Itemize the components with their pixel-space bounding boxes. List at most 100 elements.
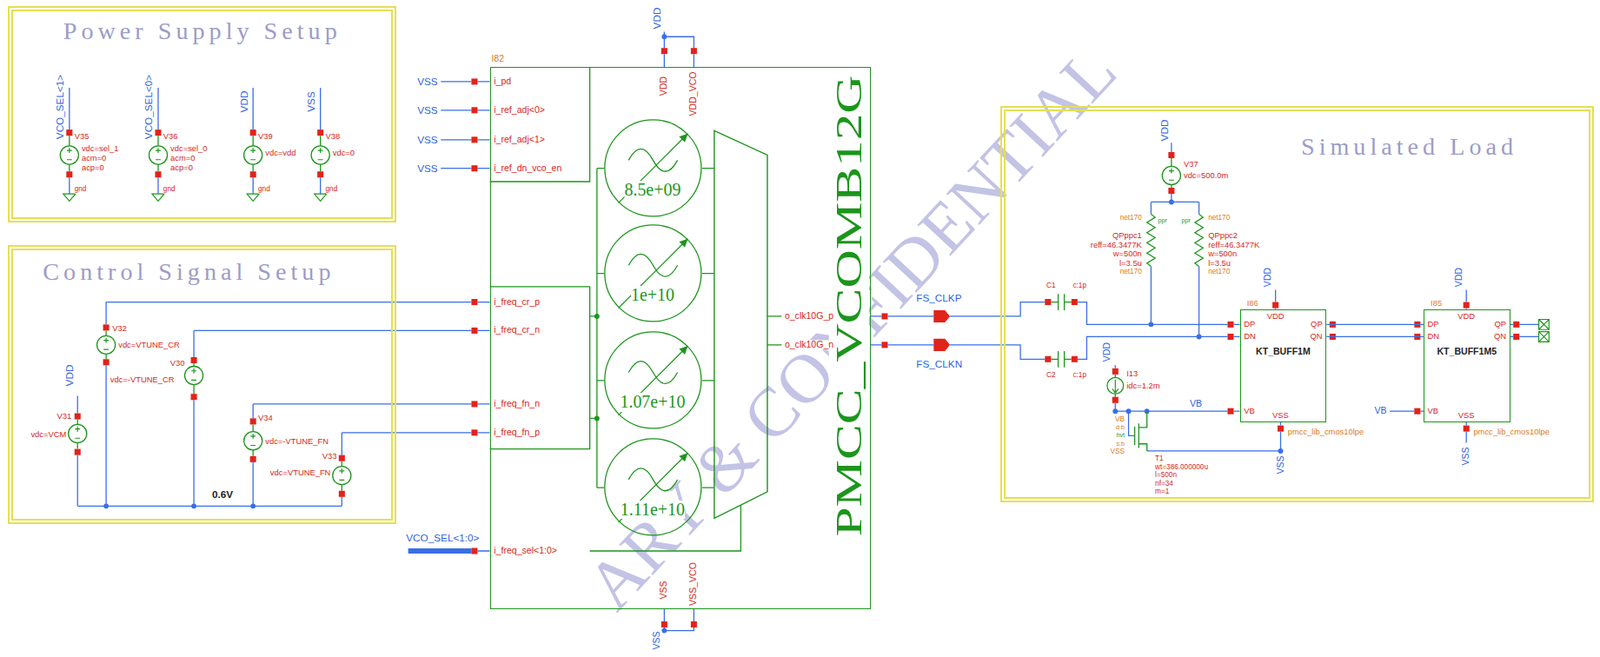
net-label: VDD bbox=[238, 91, 249, 113]
wire bbox=[477, 81, 490, 552]
param-label: acm=0 bbox=[81, 153, 107, 163]
wire bbox=[252, 404, 472, 506]
pin-name: DP bbox=[1427, 319, 1440, 329]
capacitor-plate bbox=[1050, 351, 1071, 368]
symbol-lead bbox=[192, 363, 194, 394]
junction-dot bbox=[1196, 334, 1202, 340]
symbol-lead bbox=[341, 461, 343, 492]
junction-dot bbox=[1112, 408, 1118, 414]
resistor-symbol bbox=[1147, 214, 1156, 267]
vco-internal bbox=[590, 316, 783, 552]
pin-name: VSS bbox=[1272, 411, 1289, 420]
ground-symbol bbox=[152, 193, 165, 201]
param-label: s:b bbox=[1115, 440, 1124, 447]
source-circle bbox=[332, 466, 352, 485]
symbol-lead bbox=[77, 419, 79, 450]
mux-symbol bbox=[714, 130, 768, 518]
param-label: vdc=-VTUNE_FN bbox=[265, 437, 329, 446]
pin-name: VB bbox=[1243, 406, 1255, 416]
source-sign bbox=[318, 147, 324, 160]
param-label: c:1p bbox=[1072, 281, 1087, 290]
param-label: c:1p bbox=[1072, 371, 1087, 380]
param-label: ppr bbox=[1181, 217, 1191, 224]
pin-square bbox=[471, 327, 478, 334]
pin-square bbox=[1227, 333, 1234, 340]
source-circle bbox=[311, 146, 330, 165]
pin-name: i_freq_cr_p bbox=[493, 297, 540, 307]
source-circle bbox=[148, 146, 167, 165]
instance-label: V34 bbox=[258, 413, 273, 423]
net-label: FS_CLKP bbox=[916, 292, 962, 304]
pin-square bbox=[1463, 425, 1470, 432]
source-sign bbox=[103, 338, 109, 351]
ground-symbol bbox=[63, 193, 76, 201]
pin-square bbox=[1272, 302, 1279, 309]
pin-square bbox=[317, 129, 324, 136]
oscillator-outline bbox=[604, 331, 703, 430]
pin-name: i_freq_fn_p bbox=[493, 427, 540, 438]
instance-label: V31 bbox=[57, 411, 73, 421]
net-label: net170 bbox=[1120, 214, 1142, 223]
green-dot bbox=[594, 415, 600, 421]
wire bbox=[1128, 411, 1136, 436]
arrow-head bbox=[678, 133, 688, 143]
net-label: VDD bbox=[1102, 342, 1112, 362]
wire bbox=[77, 505, 342, 507]
frequency-label: 1.11e+10 bbox=[620, 500, 685, 520]
param-label: w=500n bbox=[1208, 249, 1237, 259]
pin-square bbox=[250, 456, 257, 463]
net-label: VSS bbox=[305, 92, 317, 113]
param-label: vdc=-VTUNE_CR bbox=[110, 375, 175, 385]
pin-name: VDD bbox=[1457, 312, 1475, 321]
wire-connector bbox=[1326, 324, 1424, 326]
net-label: VB bbox=[1115, 415, 1125, 424]
pin-square bbox=[690, 621, 698, 628]
param-label: hvt bbox=[1115, 432, 1124, 439]
param-label: vdc=vdd bbox=[265, 148, 296, 158]
source-circle bbox=[244, 431, 263, 451]
arrow-head bbox=[678, 239, 688, 248]
wire bbox=[252, 87, 254, 194]
setup-panel: I86KT_BUFF1Mpmcc_lib_cmos10lpeI85KT_BUFF… bbox=[1000, 106, 1594, 503]
vco-internal bbox=[490, 66, 591, 449]
symbol-lead bbox=[68, 135, 70, 172]
pin-square bbox=[250, 129, 257, 136]
source-circle bbox=[59, 146, 79, 165]
pin-square bbox=[1227, 321, 1234, 328]
pin-square bbox=[317, 171, 324, 178]
setup-panel: Power Supply Setup bbox=[7, 6, 396, 223]
param-label: ppr bbox=[1158, 217, 1168, 224]
pin-square bbox=[1277, 425, 1284, 432]
net-label: VDD bbox=[1159, 119, 1170, 142]
param-label: nf=34 bbox=[1155, 479, 1174, 488]
net-label: VSS bbox=[417, 76, 438, 87]
source-sign bbox=[1112, 379, 1119, 393]
pin-square bbox=[66, 129, 73, 136]
wire bbox=[193, 330, 472, 506]
pin-square bbox=[154, 129, 161, 136]
no-connect bbox=[1539, 331, 1550, 343]
wire-connector bbox=[1326, 336, 1424, 338]
wire bbox=[663, 31, 694, 67]
source-sign bbox=[1168, 168, 1175, 181]
pin-name: VB bbox=[1427, 406, 1440, 416]
ground-label: gnd bbox=[74, 185, 87, 194]
param-label: acp=0 bbox=[170, 163, 193, 173]
net-label: VB bbox=[1189, 398, 1202, 409]
pin-name: VSS bbox=[1458, 411, 1475, 420]
pin-name: VSS_VCO bbox=[689, 562, 699, 606]
pin-square bbox=[191, 393, 198, 400]
param-label: reff=46.3477K bbox=[1090, 240, 1142, 250]
instance-label: I13 bbox=[1126, 369, 1138, 379]
pin-square bbox=[661, 621, 668, 628]
oscillator-outline bbox=[604, 119, 703, 218]
net-label: VSS bbox=[652, 631, 663, 651]
pin-square bbox=[471, 106, 478, 113]
wire bbox=[68, 87, 70, 194]
vco-block: 8.5e+091e+101.07e+101.11e+10I82PMCC_VCOM… bbox=[490, 66, 871, 609]
param-label: acm=0 bbox=[170, 153, 195, 163]
wire bbox=[157, 87, 159, 194]
pin-square bbox=[1112, 368, 1119, 375]
source-circle bbox=[185, 366, 204, 386]
pin-name: i_freq_sel<1:0> bbox=[493, 545, 558, 556]
